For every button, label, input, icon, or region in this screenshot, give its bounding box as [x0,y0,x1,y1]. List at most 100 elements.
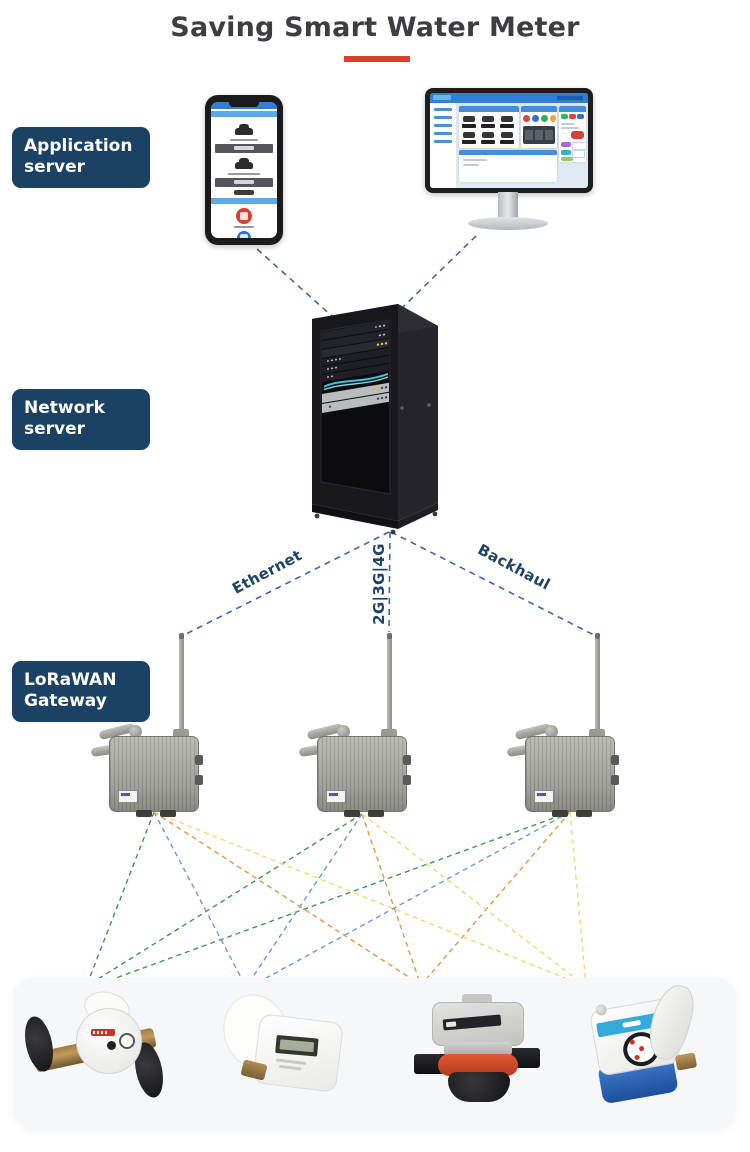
dial-center [107,1041,116,1050]
bar-text-chip [234,180,254,184]
green-button [561,157,573,161]
summary-line [561,127,579,129]
smartphone-mockup [205,95,283,245]
gateway-connector [344,810,360,817]
vehicle-icon [501,116,513,122]
link-rack-gateway1 [181,531,390,637]
phone-caption [230,139,258,141]
device-tile [545,130,553,140]
rack-server-unit [322,382,389,403]
gateway-enclosure [317,736,411,817]
link-gw1-meter1 [87,811,155,983]
link-gw1-meter2 [153,811,247,988]
sidebar-menu-item [434,108,452,111]
alert-glyph [240,212,248,220]
odometer-display [91,1029,115,1036]
gateway-antenna [179,633,184,753]
gateway-sticker [534,790,554,803]
link-gw2-meter1 [89,813,363,985]
phone-pill-button [234,190,254,195]
band-label [622,1019,641,1028]
antenna-joint [545,725,558,738]
cellular-label: 2G|3G|4G [370,543,388,625]
dashboard-screen [430,93,588,188]
rack-units [322,320,389,413]
vehicle-icon [463,116,475,122]
rack-plinth-front [312,504,398,529]
status-orange-icon [550,115,556,122]
panel-header [459,150,557,155]
dashboard-sidebar [430,103,456,188]
vehicle-icon [482,132,494,138]
dark-button [462,124,476,128]
dark-button [481,140,495,144]
phone-caption [234,226,254,228]
lorawan-gateway-3 [506,633,623,817]
red-vehicle-icon [571,131,584,139]
rack-unit [322,347,389,366]
phone-notch [229,102,259,107]
dashboard-navbar [430,93,588,103]
door-lock-dot [427,403,431,407]
desktop-monitor-mockup [425,88,593,193]
link-gw3-meter3 [421,811,571,985]
gateway-sticker [326,790,346,803]
phone-caption [228,173,260,175]
sidebar-menu-item [434,124,452,127]
link-rack-gateway3 [390,531,597,637]
device-tile [535,130,543,140]
dashboard-user-chip [557,96,583,100]
monitor-stand [498,192,518,220]
patch-cable [323,376,389,391]
rack-foot [314,513,320,519]
sidebar-menu-item [434,116,452,119]
dashboard-logo [433,95,451,100]
link-gw2-meter4 [361,813,585,986]
badge-green [561,114,568,119]
sub-dial [119,1033,135,1049]
gateway-enclosure [109,736,203,817]
register-housing [432,1002,524,1046]
link-gw3-meter4 [569,811,587,986]
status-green-icon [541,115,548,122]
alert-circle-icon [236,208,252,224]
panel-header [521,106,557,112]
link-gw1-meter3 [153,811,419,984]
gateway-port [195,755,203,765]
dark-button [462,140,476,144]
gateway-antenna [595,633,600,753]
info-glyph [240,234,248,238]
gateway-connector [136,810,152,817]
gateway-port [611,775,619,785]
phone-app-header [211,111,277,117]
lcd-segments [279,1039,315,1053]
door-lock-dot [400,406,404,410]
link-gw3-meter2 [247,811,571,989]
rack-side-panel [398,304,438,521]
page-title: Saving Smart Water Meter [170,12,580,43]
rack-unit [322,355,389,374]
input-field [572,150,585,158]
rack-foot [390,529,396,535]
status-red-icon [523,115,530,122]
dashboard-summary-panel [559,106,586,162]
server-rack [312,304,438,535]
table-line [463,159,487,161]
label-application-server: Application server [12,127,150,188]
link-gw3-meter1 [93,811,571,987]
meter-bowl [448,1072,510,1102]
adjust-knob [594,1003,608,1017]
link-gw2-meter3 [361,813,421,984]
brass-coupling [674,1052,698,1071]
label-line [279,1064,302,1071]
device-grid [523,126,555,144]
gateway-port [403,755,411,765]
dashboard-vehicle-panel [459,106,519,148]
lorawan-gateway-1 [90,633,207,817]
link-rack-gateway2 [388,531,391,633]
gateway-antenna [387,633,392,753]
vehicle-icon [235,124,253,135]
rack-foot [432,511,438,517]
